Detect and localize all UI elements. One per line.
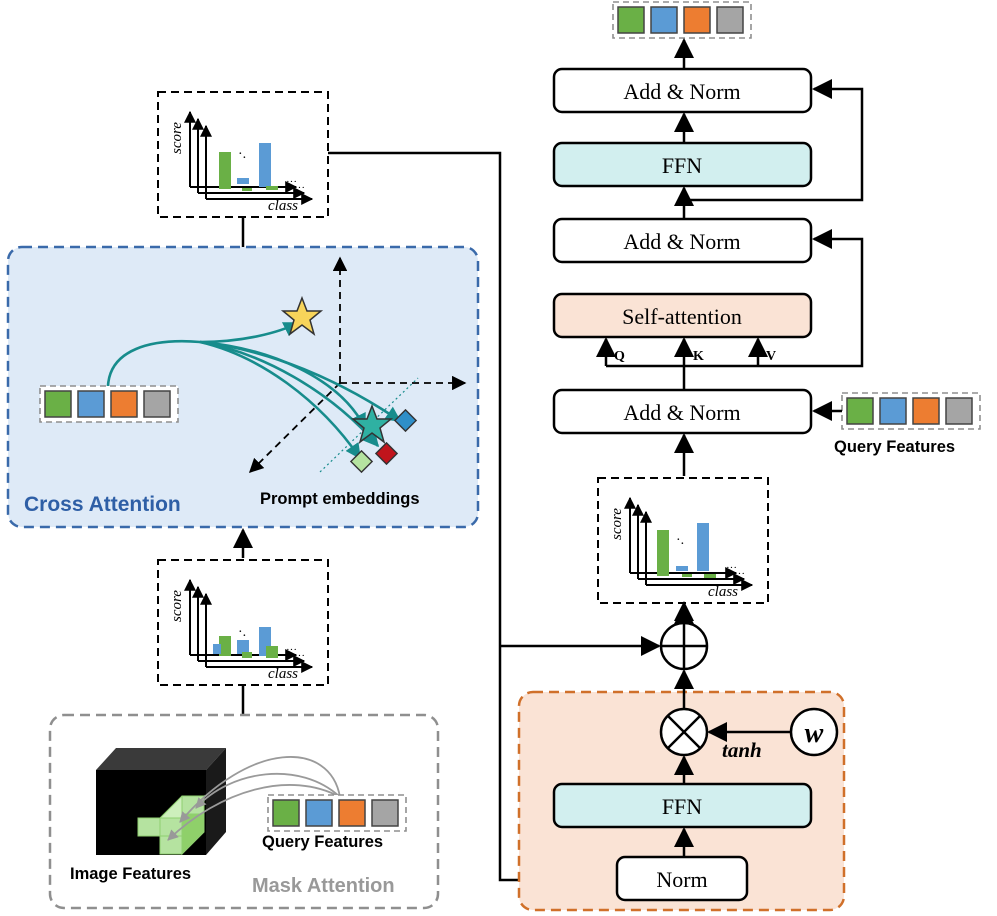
cross-attention-tokens [39,385,179,423]
add-operator [659,621,709,671]
ellipsis-1: ··· [286,176,297,188]
cross-attention-panel: Cross Attention Prompt embeddings [6,245,480,529]
fusion-panel: w tanh FFN Norm [517,669,846,912]
fusion-ffn-label: FFN [662,794,702,819]
self-attention-label: Self-attention [622,304,742,329]
score-dots: ·. [238,625,246,640]
q-label: Q [614,349,625,364]
ffn-top-label: FFN [662,153,702,178]
residual-skip-top [684,79,864,202]
ellipsis-1: ··· [726,562,737,574]
transformer-block: Add & Norm FFN Add & Norm Self-attention… [552,38,981,621]
k-label: K [693,349,704,364]
mask-attention-title: Mask Attention [252,875,395,897]
ellipsis-2: ··· [294,650,305,662]
score-plot-top: ·. ··· ··· score class [158,92,328,217]
norm-label: Norm [656,867,707,892]
query-features-label: Query Features [834,438,955,456]
score-dots: ·. [676,533,684,548]
ellipsis-1: ··· [286,644,297,656]
score-xlabel: class [708,584,738,600]
ellipsis-2: ··· [294,182,305,194]
mask-attention-curves [167,756,341,841]
score-plot-middle: ·. ··· ··· score class [158,560,328,685]
add-norm-top-label: Add & Norm [623,79,740,104]
ellipsis-2: ··· [734,568,745,580]
cross-attention-title: Cross Attention [24,493,181,516]
score-ylabel: score [169,590,185,622]
mask-attention-tokens [267,794,407,832]
add-norm-bottom-label: Add & Norm [623,400,740,425]
score-xlabel: class [268,198,298,214]
score-ylabel: score [609,508,625,540]
add-norm-mid-box [552,217,813,264]
prompt-embeddings-label: Prompt embeddings [260,490,420,508]
add-norm-mid-label: Add & Norm [623,229,740,254]
score-dots: ·. [238,147,246,162]
output-tokens [612,1,752,39]
score-xlabel: class [268,666,298,682]
score-plot-right: ·. ··· ··· score class [598,478,768,603]
cube-top [96,748,226,770]
query-features-tokens [841,392,981,430]
mask-attention-panel: Query Features Image Features Mask Atten… [48,713,440,910]
tanh-label: tanh [722,738,762,762]
score-ylabel: score [169,122,185,154]
query-features-label-mask: Query Features [262,833,383,851]
norm-box [615,855,749,902]
w-label: w [805,718,824,749]
image-features-label: Image Features [70,865,191,883]
cube-side [206,748,226,855]
v-label: V [766,349,776,364]
residual-skip-mid [606,229,864,368]
